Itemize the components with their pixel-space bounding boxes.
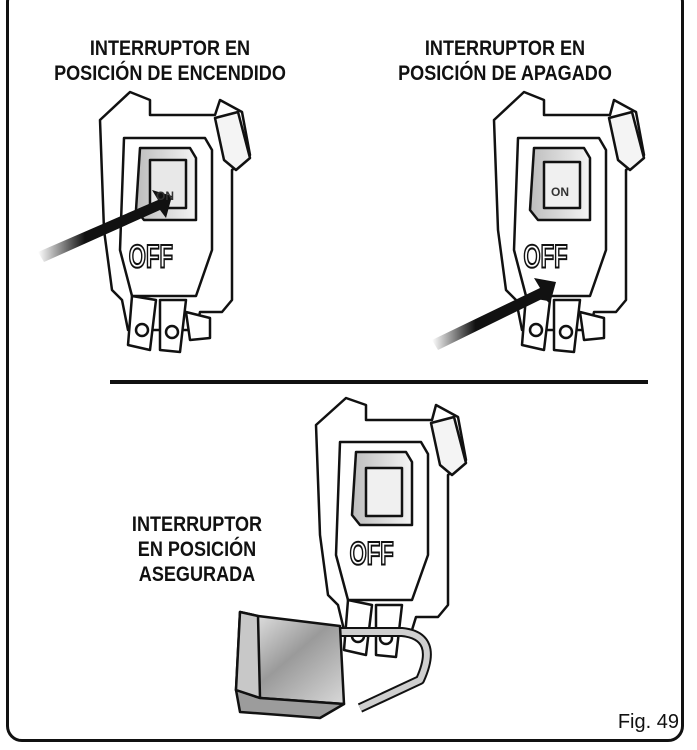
figure-frame bbox=[6, 0, 684, 742]
figure-label: Fig. 49 bbox=[617, 711, 679, 733]
caption-locked-position: INTERRUPTOR EN POSICIÓN ASEGURADA bbox=[98, 512, 296, 588]
caption-off-line-2: POSICIÓN DE APAGADO bbox=[398, 62, 612, 86]
caption-off-line-1: INTERRUPTOR EN bbox=[424, 37, 586, 60]
switch-2-on-label: ON bbox=[551, 185, 569, 199]
caption-lock-line-2: EN POSICIÓN bbox=[137, 538, 257, 562]
switch-3-off-label: OFF bbox=[350, 535, 394, 571]
switch-off-position bbox=[432, 90, 646, 354]
caption-on-line-1: INTERRUPTOR EN bbox=[89, 37, 251, 60]
switch-on-position bbox=[38, 90, 252, 354]
switch-locked-position bbox=[234, 396, 468, 720]
switch-2-off-label: OFF bbox=[523, 238, 567, 274]
switch-1-on-label: ON bbox=[156, 189, 174, 203]
section-divider bbox=[110, 380, 648, 384]
caption-lock-line-1: INTERRUPTOR bbox=[131, 513, 263, 536]
switch-1-off-label: OFF bbox=[129, 238, 173, 274]
caption-on-position: INTERRUPTOR EN POSICIÓN DE ENCENDIDO bbox=[41, 36, 299, 86]
caption-lock-line-3: ASEGURADA bbox=[138, 563, 256, 587]
caption-on-line-2: POSICIÓN DE ENCENDIDO bbox=[54, 62, 286, 86]
caption-off-position: INTERRUPTOR EN POSICIÓN DE APAGADO bbox=[363, 36, 647, 86]
